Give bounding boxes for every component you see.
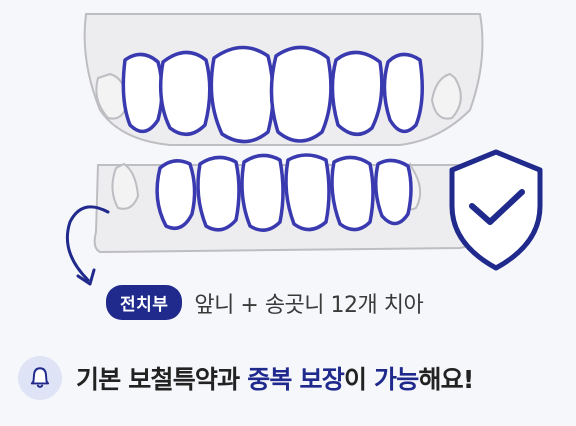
lower-tooth [196, 155, 241, 232]
upper-tooth [382, 52, 424, 134]
bell-icon [18, 356, 62, 400]
coverage-caption: 전치부 앞니 + 송곳니 12개 치아 [106, 285, 424, 320]
lower-tooth [330, 155, 375, 232]
lower-tooth [155, 159, 197, 230]
lower-tooth [284, 153, 331, 232]
lower-tooth [240, 153, 285, 232]
upper-tooth [209, 45, 275, 144]
upper-tooth [330, 50, 384, 136]
shield-check-icon [449, 149, 543, 271]
upper-tooth [158, 50, 212, 136]
category-badge: 전치부 [106, 285, 183, 320]
curved-arrow [65, 205, 110, 282]
notice-banner: 기본 보철특약과 중복 보장이 가능해요! [18, 356, 474, 400]
teeth-illustration [65, 13, 543, 286]
coverage-description: 앞니 + 송곳니 12개 치아 [194, 292, 424, 318]
upper-tooth [121, 52, 164, 134]
upper-tooth [269, 45, 333, 143]
notice-text: 기본 보철특약과 중복 보장이 가능해요! [76, 365, 474, 394]
lower-tooth [374, 158, 413, 226]
